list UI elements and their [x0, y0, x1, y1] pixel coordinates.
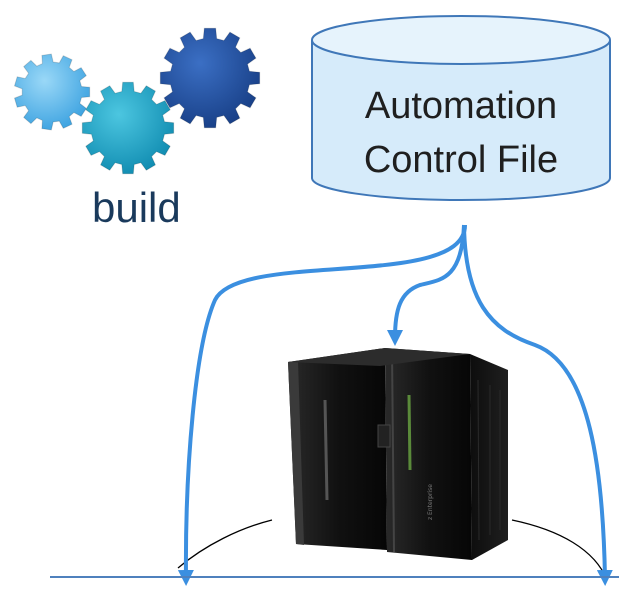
database-cylinder-icon: [311, 15, 611, 201]
gear-light-icon: [13, 53, 91, 131]
mainframe-brand-text: z Enterprise: [427, 484, 434, 520]
gears-icon: [13, 27, 261, 175]
build-label: build: [92, 184, 181, 231]
gear-dark-icon: [159, 27, 261, 129]
control-file-label-line1: Automation: [365, 85, 557, 127]
arrow-to-right: [462, 224, 613, 586]
gear-medium-icon: [81, 81, 175, 175]
mainframe-server-icon: z Enterprise: [288, 348, 508, 560]
connector-arrows: [177, 224, 613, 586]
control-file-label-line2: Control File: [364, 139, 558, 181]
right-arc: [511, 519, 608, 581]
arrow-to-left: [177, 224, 467, 586]
arrow-to-mainframe: [387, 224, 466, 346]
left-arc: [177, 519, 273, 569]
